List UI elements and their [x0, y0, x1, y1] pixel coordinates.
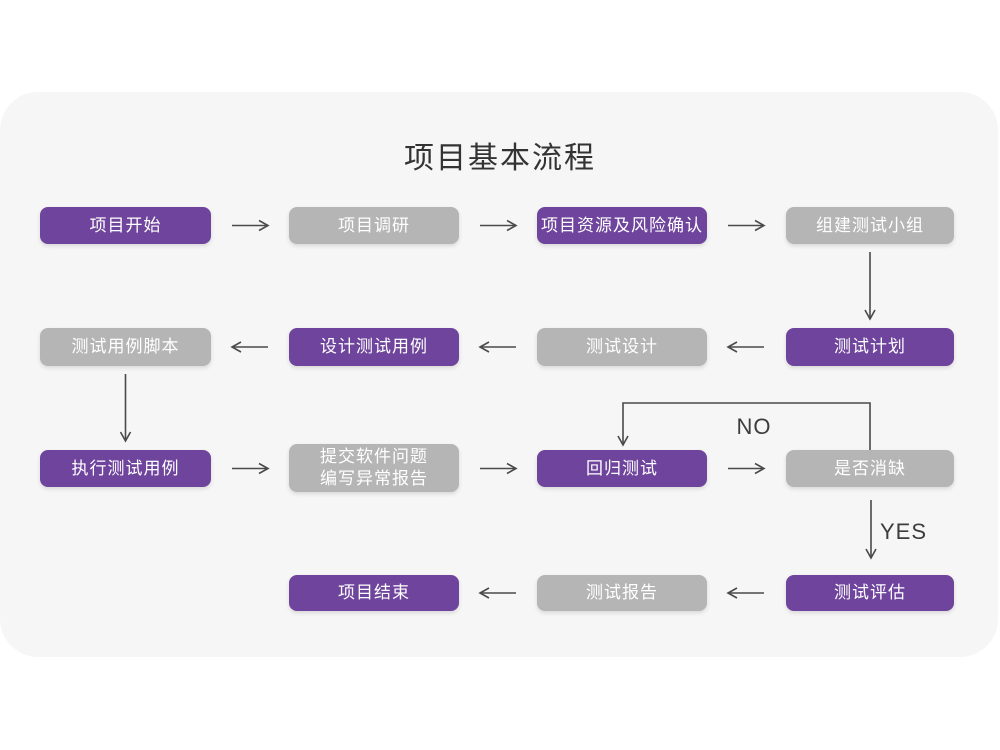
node-project-start: 项目开始 [40, 207, 211, 244]
node-test-case-script: 测试用例脚本 [40, 328, 211, 366]
node-resources-risk-confirm: 项目资源及风险确认 [537, 207, 707, 244]
node-defect-cleared-decision: 是否消缺 [786, 450, 954, 487]
page-title: 项目基本流程 [404, 142, 596, 175]
node-test-evaluation: 测试评估 [786, 575, 954, 611]
node-project-end: 项目结束 [289, 575, 459, 611]
node-test-report: 测试报告 [537, 575, 707, 611]
node-test-plan: 测试计划 [786, 328, 954, 366]
node-execute-test-cases: 执行测试用例 [40, 450, 211, 487]
node-test-design: 测试设计 [537, 328, 707, 366]
node-design-test-cases: 设计测试用例 [289, 328, 459, 366]
node-project-research: 项目调研 [289, 207, 459, 244]
yes-branch-label: YES [880, 519, 928, 544]
node-submit-issues-report: 提交软件问题 编写异常报告 [289, 444, 459, 492]
node-build-test-team: 组建测试小组 [786, 207, 954, 244]
flowchart-card [0, 92, 998, 657]
no-branch-label: NO [736, 414, 772, 439]
node-regression-test: 回归测试 [537, 450, 707, 487]
